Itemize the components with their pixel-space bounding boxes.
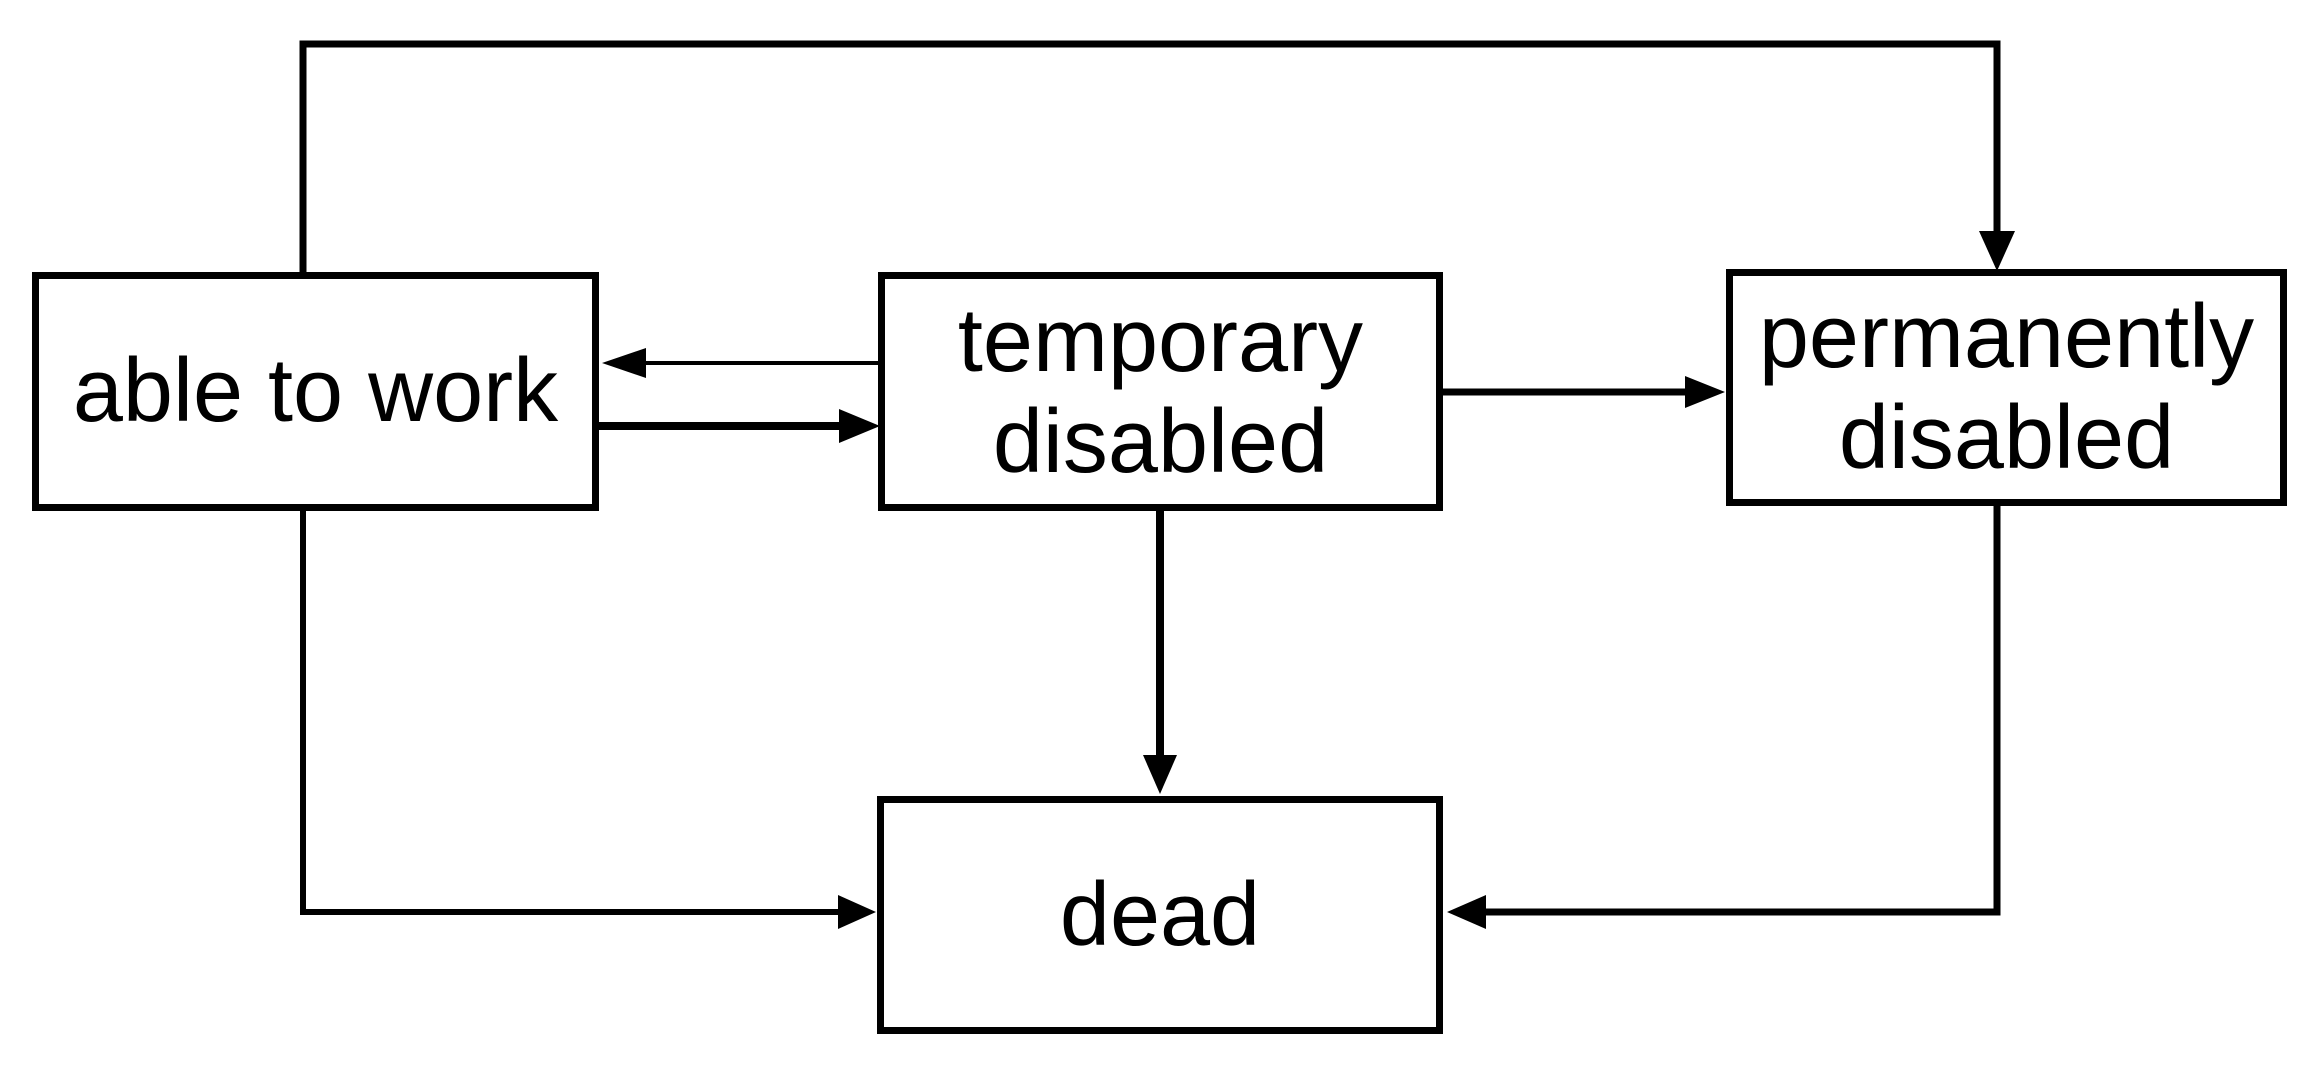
node-label-line1: permanently — [1758, 286, 2255, 387]
node-able-to-work: able to work — [32, 272, 599, 511]
node-label-line1: temporary — [957, 290, 1364, 391]
node-permanently-disabled: permanently disabled — [1726, 269, 2287, 506]
node-label: dead — [1059, 864, 1261, 965]
arrowhead-left-icon — [602, 348, 646, 378]
node-label-line2: disabled — [992, 391, 1329, 492]
arrowhead-left-icon — [1447, 895, 1486, 929]
arrowhead-down-icon — [1979, 231, 2015, 271]
edge-temporary-disabled-to-able-to-work — [602, 348, 878, 378]
edge-able-to-work-to-dead — [300, 511, 876, 929]
edge-able-to-work-to-temporary-disabled — [599, 409, 880, 443]
node-dead: dead — [877, 796, 1443, 1034]
edge-line — [1486, 506, 2001, 916]
edge-temporary-disabled-to-dead — [1143, 511, 1177, 794]
arrowhead-down-icon — [1143, 755, 1177, 794]
arrowhead-right-icon — [838, 895, 876, 929]
edge-able-to-work-to-permanently-disabled — [299, 40, 2015, 274]
node-temporary-disabled: temporary disabled — [878, 272, 1443, 511]
edge-line — [300, 511, 838, 915]
node-label: able to work — [72, 341, 559, 442]
edge-permanently-disabled-to-dead — [1447, 506, 2001, 929]
edge-line — [299, 40, 2001, 274]
arrowhead-right-icon — [1685, 376, 1725, 408]
node-label-line2: disabled — [1838, 387, 2175, 488]
arrowhead-right-icon — [839, 409, 880, 443]
edge-temporary-disabled-to-permanently-disabled — [1443, 376, 1725, 408]
